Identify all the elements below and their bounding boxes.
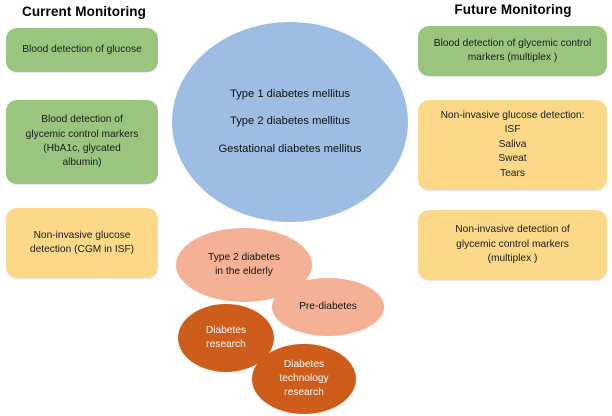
column-header-current-monitoring: Current Monitoring [21,4,147,19]
card-future-noninvasive-glucose: Non-invasive glucose detection: ISF Sali… [418,100,607,190]
card-future-noninvasive-glycemic-markers: Non-invasive detection of glycemic contr… [418,210,607,280]
ellipse-type2-elderly: Type 2 diabetes in the elderly [176,228,312,302]
ellipse-diabetes-technology-research: Diabetes technology research [252,344,356,414]
ellipse-diabetes-types: Type 1 diabetes mellitus Type 2 diabetes… [172,22,408,222]
column-header-future-monitoring: Future Monitoring [454,2,572,17]
card-current-blood-glycemic-markers: Blood detection of glycemic control mark… [6,100,158,184]
card-current-noninvasive-glucose: Non-invasive glucose detection (CGM in I… [6,208,158,278]
card-current-blood-glucose: Blood detection of glucose [6,28,158,72]
card-future-blood-glycemic-markers: Blood detection of glycemic control mark… [418,26,607,76]
ellipse-diabetes-research: Diabetes research [178,304,274,372]
